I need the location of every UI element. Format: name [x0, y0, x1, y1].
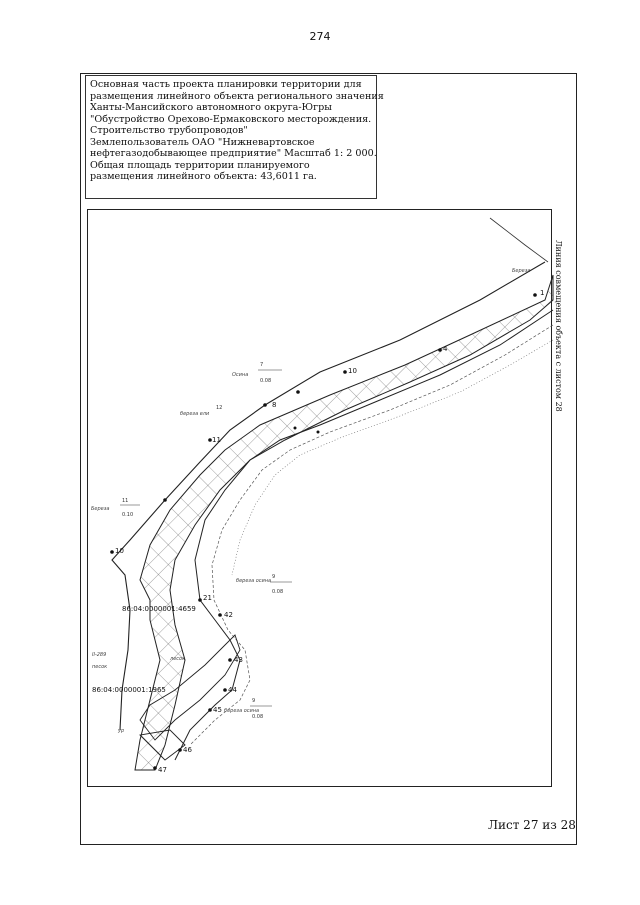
title-line: размещения линейного объекта: 43,6011 га… — [90, 171, 317, 182]
forest-species: березa осина — [224, 708, 259, 714]
site-polygon — [139, 634, 241, 741]
misc-label: II-289 — [92, 652, 106, 658]
forest-label: березa осина 9 0.08 — [236, 574, 292, 595]
vertex-point — [263, 403, 267, 407]
title-block: Основная часть проекта планировки террит… — [85, 75, 384, 199]
forest-label: Осина 7 0.08 — [232, 362, 282, 384]
vertex-point — [163, 498, 167, 502]
title-line: нефтегазодобывающее предприятие" Масштаб… — [90, 148, 377, 159]
misc-label: ур — [117, 728, 124, 734]
title-line: Строительство трубопроводов" — [90, 125, 248, 136]
forest-fraction-bottom: 0.08 — [260, 378, 271, 384]
forest-fraction-top: 11 — [122, 498, 128, 504]
vertex-point — [228, 658, 232, 662]
forest-label: Береза 11 0.10 — [91, 498, 140, 518]
misc-label: лесок — [169, 656, 185, 662]
sheet-label: Лист 27 из 28 — [488, 818, 576, 832]
forest-label: Береза — [512, 268, 530, 274]
corridor-line-right — [174, 309, 554, 761]
vertex-point — [178, 748, 182, 752]
top-right-boundary — [489, 217, 549, 263]
page-number: 274 — [309, 30, 331, 43]
point-label: 1 — [540, 289, 544, 297]
point-labels: 1 4 10 8 11 10 21 42 43 44 45 46 47 — [115, 289, 544, 774]
forest-species: Береза — [91, 506, 109, 512]
point-label: 47 — [158, 766, 167, 774]
forest-fraction-top: 7 — [260, 362, 263, 368]
title-line: размещения линейного объекта регионально… — [90, 90, 384, 102]
forest-fraction-top: 12 — [216, 405, 222, 411]
vertex-point — [153, 766, 157, 770]
forest-fraction-top: 9 — [272, 574, 275, 580]
parcel-label: 86:04:0000001:4659 — [122, 605, 196, 613]
forest-label: березa ели 12 — [180, 405, 222, 417]
forest-fraction-bottom: 0.08 — [272, 589, 283, 595]
vertex-point — [208, 438, 212, 442]
point-label: 21 — [203, 594, 212, 602]
vertex-point — [218, 613, 222, 617]
sheet-frame — [80, 73, 577, 845]
vertex-point — [208, 708, 212, 712]
forest-fraction-top: 9 — [252, 698, 255, 704]
misc-label: песок — [92, 664, 107, 670]
vertex-points — [110, 293, 537, 770]
title-line: "Обустройство Орехово-Ермаковского место… — [90, 113, 372, 125]
site-polygon-inner — [139, 729, 186, 761]
map-frame — [87, 209, 552, 787]
vertex-point — [198, 598, 202, 602]
title-line: Землепользователь ОАО "Нижневартовское — [90, 136, 315, 148]
vertex-point — [296, 390, 300, 394]
pipeline-line — [189, 324, 554, 746]
vertex-point — [438, 348, 442, 352]
forest-species: Береза — [512, 268, 530, 274]
title-line: Общая площадь территории планируемого — [90, 159, 310, 171]
vertex-point — [316, 430, 320, 434]
forest-label: березa осина 9 0.08 — [224, 698, 272, 720]
corridor-boundary — [134, 274, 554, 771]
vertex-point — [293, 426, 297, 430]
point-label: 11 — [212, 436, 221, 444]
point-label: 45 — [213, 706, 222, 714]
parcel-label: 86:04:0000001:1965 — [92, 686, 166, 694]
vertex-point — [343, 370, 347, 374]
forest-species: березa осина — [236, 578, 271, 584]
forest-species: Осина — [232, 372, 248, 378]
point-label: 10 — [115, 547, 124, 555]
vertex-point — [110, 550, 114, 554]
forest-species: березa ели — [180, 411, 210, 417]
title-line: Ханты-Мансийского автономного округа-Югр… — [90, 102, 332, 113]
vertex-point — [533, 293, 537, 297]
point-label: 8 — [272, 401, 276, 409]
point-label: 10 — [348, 367, 357, 375]
vertex-point — [223, 688, 227, 692]
road-line — [231, 339, 554, 576]
point-label: 46 — [183, 746, 192, 754]
forest-fraction-bottom: 0.10 — [122, 512, 133, 518]
point-label: 43 — [234, 656, 243, 664]
point-label: 42 — [224, 611, 233, 619]
point-label: 44 — [228, 686, 237, 694]
title-line: Основная часть проекта планировки террит… — [90, 79, 362, 90]
forest-fraction-bottom: 0.08 — [252, 714, 263, 720]
point-label: 4 — [443, 345, 448, 353]
